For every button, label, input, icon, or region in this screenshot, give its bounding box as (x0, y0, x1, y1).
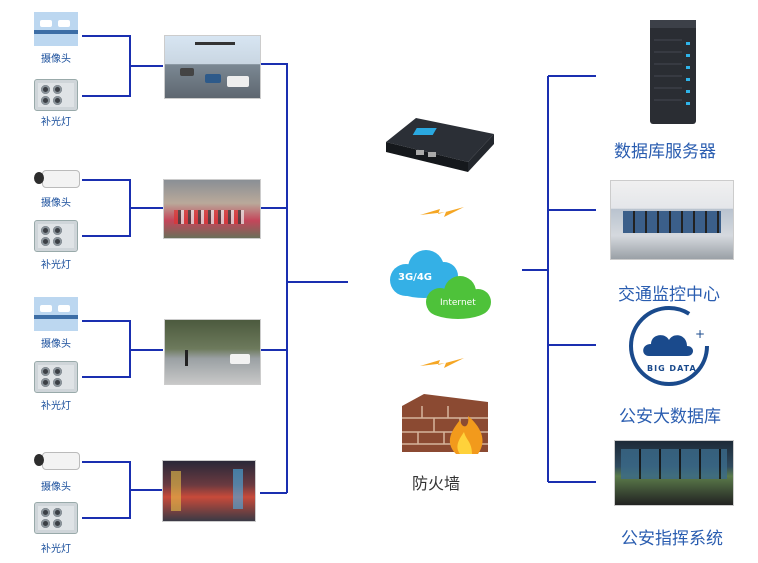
lightning-bolt-icon (420, 355, 464, 369)
camera-label: 摄像头 (41, 198, 71, 209)
camera-icon (34, 297, 78, 331)
camera-label: 摄像头 (41, 482, 71, 493)
big-data-logo-text: BIG DATA (647, 364, 697, 373)
camera-icon (34, 12, 78, 46)
cloud-icon: 3G/4G Internet (384, 246, 496, 324)
fill-light-label: 补光灯 (41, 544, 71, 555)
camera-label: 摄像头 (41, 339, 71, 350)
night-street-photo (162, 460, 256, 522)
traffic-control-center-photo (610, 180, 734, 260)
database-server-label: 数据库服务器 (614, 142, 716, 162)
camera-label: 摄像头 (41, 54, 71, 65)
bullet-camera-icon (34, 168, 80, 190)
public-security-database-label: 公安大数据库 (619, 407, 721, 427)
fill-light-icon (34, 361, 78, 393)
firewall-icon (398, 392, 494, 458)
big-data-logo-icon: + BIG DATA (627, 304, 711, 388)
command-system-label: 公安指挥系统 (621, 529, 723, 549)
fill-light-label: 补光灯 (41, 260, 71, 271)
fill-light-icon (34, 502, 78, 534)
street-crossing-photo (164, 319, 261, 385)
shopping-plaza-photo (163, 179, 261, 239)
lightning-bolt-icon (420, 204, 464, 218)
bullet-camera-icon (34, 450, 80, 472)
fill-light-icon (34, 220, 78, 252)
server-icon (650, 20, 696, 124)
cloud-text-internet: Internet (440, 298, 476, 308)
svg-text:+: + (695, 327, 705, 341)
fill-light-icon (34, 79, 78, 111)
fill-light-label: 补光灯 (41, 117, 71, 128)
network-device-icon (376, 112, 500, 178)
command-system-photo (614, 440, 734, 506)
firewall-label: 防火墙 (412, 474, 461, 493)
cloud-text-3g4g: 3G/4G (398, 272, 432, 283)
traffic-street-photo (164, 35, 261, 99)
fill-light-label: 补光灯 (41, 401, 71, 412)
traffic-control-center-label: 交通监控中心 (618, 285, 720, 305)
